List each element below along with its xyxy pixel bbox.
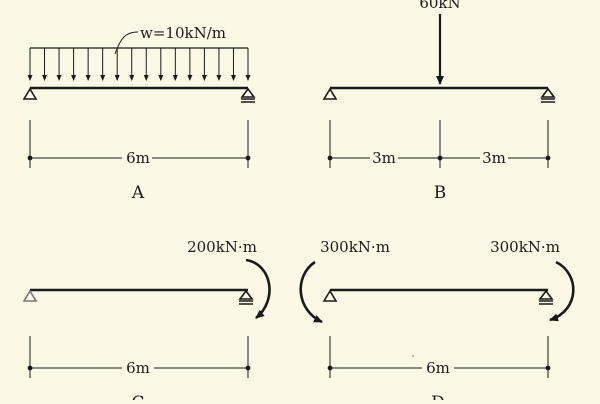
moment-label: 200kN·m xyxy=(187,238,257,256)
dimension-line xyxy=(327,336,551,378)
span-label: 6m xyxy=(426,359,450,377)
pin-support xyxy=(22,87,38,100)
diagram-b: 60kN 3m 3m B xyxy=(322,0,556,203)
segment-label-left: 3m xyxy=(372,149,396,167)
moment-label-left: 300kN·m xyxy=(320,238,390,256)
distributed-load-arrows xyxy=(27,48,251,81)
roller-support xyxy=(238,289,254,305)
span-label: 6m xyxy=(126,149,150,167)
distributed-load xyxy=(27,47,251,81)
roller-support xyxy=(240,87,256,103)
caption-c: C xyxy=(131,393,144,400)
roller-support xyxy=(538,289,554,305)
caption-d: D xyxy=(431,393,445,400)
dimension-line xyxy=(27,336,251,378)
segment-label-right: 3m xyxy=(482,149,506,167)
diagram-a: w=10kN/m 6m A xyxy=(22,24,256,203)
diagram-d: 300kN·m 300kN·m 6m D xyxy=(299,238,575,404)
pin-support xyxy=(22,289,38,302)
dimension-line xyxy=(327,120,551,168)
point-load-label: 60kN xyxy=(419,0,460,12)
speck xyxy=(412,355,414,357)
moment-label-right: 300kN·m xyxy=(490,238,560,256)
distributed-load-label: w=10kN/m xyxy=(140,24,226,42)
pin-support xyxy=(322,289,338,302)
caption-a: A xyxy=(131,183,145,203)
load-leader-line xyxy=(114,31,139,55)
moment-arrow-clockwise xyxy=(549,260,575,322)
span-label: 6m xyxy=(126,359,150,377)
roller-support xyxy=(540,87,556,103)
dimension-line xyxy=(27,120,251,168)
diagram-c: 200kN·m 6m C xyxy=(22,238,271,404)
pin-support xyxy=(322,87,338,100)
caption-b: B xyxy=(434,183,447,203)
moment-arrow-counterclockwise xyxy=(299,260,323,324)
moment-arrow-clockwise xyxy=(245,258,271,320)
